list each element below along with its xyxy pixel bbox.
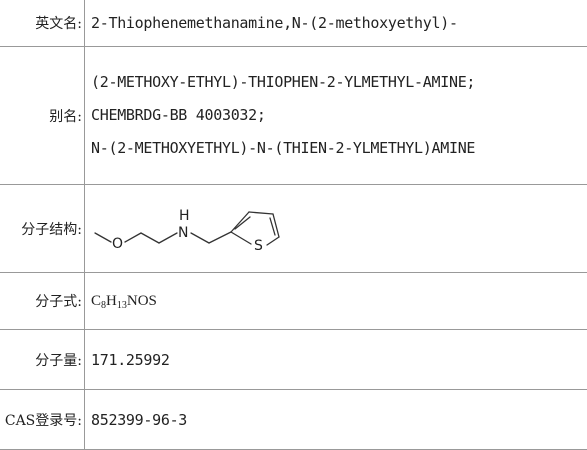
structure-value: O N H S: [85, 185, 587, 273]
weight-label: 分子量:: [0, 330, 85, 390]
formula-h: H: [106, 293, 117, 309]
atom-nitrogen: N: [178, 225, 188, 241]
atom-oxygen: O: [112, 236, 123, 252]
formula-rest: NOS: [127, 293, 157, 309]
alias-line-1: (2-METHOXY-ETHYL)-THIOPHEN-2-YLMETHYL-AM…: [91, 66, 587, 99]
row-english-name: 英文名: 2-Thiophenemethanamine,N-(2-methoxy…: [0, 0, 587, 47]
molecule-structure-image: O N H S: [91, 192, 301, 262]
english-name-label: 英文名:: [0, 0, 85, 47]
alias-line-2: CHEMBRDG-BB 4003032;: [91, 99, 587, 132]
formula-value: C8H13NOS: [85, 273, 587, 330]
row-formula: 分子式: C8H13NOS: [0, 273, 587, 330]
formula-label: 分子式:: [0, 273, 85, 330]
row-weight: 分子量: 171.25992: [0, 330, 587, 390]
alias-value: (2-METHOXY-ETHYL)-THIOPHEN-2-YLMETHYL-AM…: [85, 47, 587, 185]
alias-label: 别名:: [0, 47, 85, 185]
cas-label: CAS登录号:: [0, 390, 85, 450]
atom-sulfur: S: [254, 238, 263, 254]
row-structure: 分子结构: O N: [0, 185, 587, 273]
english-name-value: 2-Thiophenemethanamine,N-(2-methoxyethyl…: [85, 0, 587, 47]
formula-c: C: [91, 293, 101, 309]
cas-value: 852399-96-3: [85, 390, 587, 450]
structure-label: 分子结构:: [0, 185, 85, 273]
formula-h-count: 13: [117, 300, 127, 311]
row-cas: CAS登录号: 852399-96-3: [0, 390, 587, 450]
row-alias: 别名: (2-METHOXY-ETHYL)-THIOPHEN-2-YLMETHY…: [0, 47, 587, 185]
alias-line-3: N-(2-METHOXYETHYL)-N-(THIEN-2-YLMETHYL)A…: [91, 132, 587, 165]
atom-hydrogen: H: [179, 208, 190, 224]
weight-value: 171.25992: [85, 330, 587, 390]
